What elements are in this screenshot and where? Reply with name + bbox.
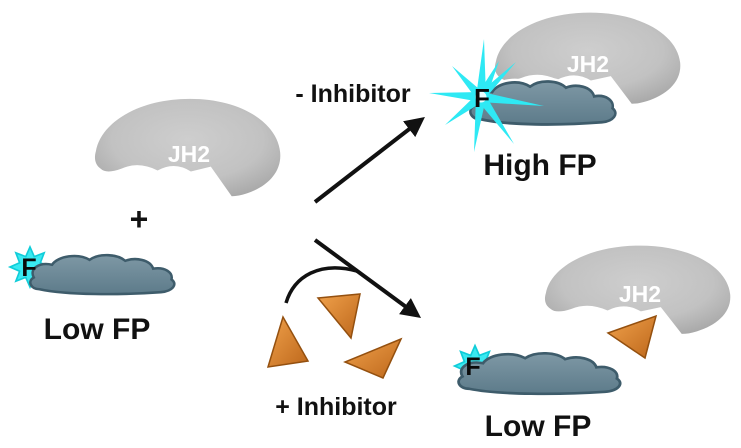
jh2-label-top-right: JH2 (567, 51, 609, 77)
starburst-core (475, 91, 487, 103)
inhibitor-triangle (343, 337, 403, 379)
inhibitor-triangle (266, 315, 310, 368)
fluorophore-starburst (429, 39, 544, 152)
inhibitor-triangle (316, 293, 361, 340)
no-inhibitor-label: - Inhibitor (295, 80, 411, 108)
fluorophore-label-bottom-left: F (21, 254, 36, 282)
fluorophore-label-top-right: F (474, 83, 490, 113)
inhibitor-entry-arc (284, 266, 358, 304)
fluorophore-label-bottom-right: F (465, 353, 480, 381)
jh2-label-top-left: JH2 (168, 141, 210, 167)
jh2-label-bottom-right: JH2 (619, 281, 661, 307)
arrow-no-inhibitor (313, 116, 425, 204)
with-inhibitor-label: + Inhibitor (275, 393, 397, 421)
low-fp-label-left: Low FP (44, 313, 151, 346)
inhibitor-triangle-group (266, 293, 403, 379)
inhibitor-triangle-bound (600, 310, 662, 364)
arrow-with-inhibitor (313, 238, 422, 318)
probe-cloud-bottom-left (29, 253, 176, 296)
plus-sign: + (130, 201, 149, 237)
high-fp-label: High FP (483, 149, 596, 182)
low-fp-label-right: Low FP (485, 410, 592, 443)
